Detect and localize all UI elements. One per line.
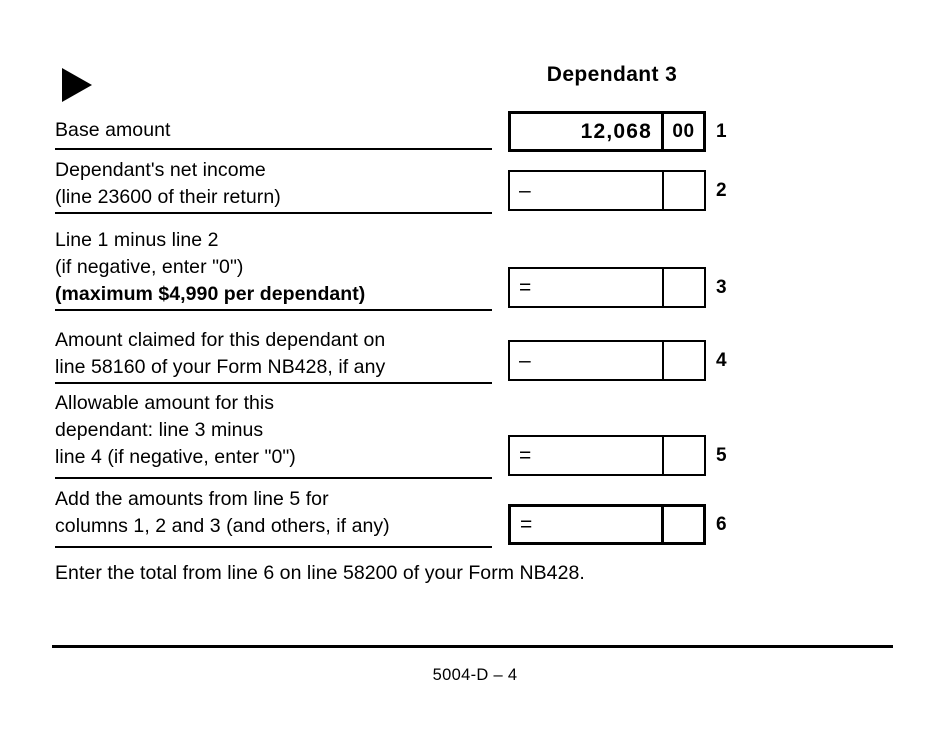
cents-field-line-2[interactable] bbox=[662, 172, 704, 209]
dollars-field-line-3[interactable]: = bbox=[510, 269, 662, 306]
operator-symbol-line-6: = bbox=[520, 513, 533, 536]
line-number-1: 1 bbox=[716, 121, 727, 142]
label-text: Amount claimed for this dependant on bbox=[55, 329, 386, 351]
label-text: (line 23600 of their return) bbox=[55, 186, 281, 208]
dollars-field-line-1[interactable]: 12,068 bbox=[511, 114, 661, 149]
line-number-6: 6 bbox=[716, 514, 727, 535]
row-label-line-1: Base amount bbox=[55, 117, 492, 144]
row-underline-line-6 bbox=[55, 546, 492, 548]
operator-symbol-line-2: – bbox=[519, 179, 531, 202]
column-header-dependant-3: Dependant 3 bbox=[546, 63, 678, 86]
row-label-line-3: Line 1 minus line 2 (if negative, enter "… bbox=[55, 227, 492, 308]
label-text: line 4 (if negative, enter "0") bbox=[55, 446, 296, 468]
label-text: Add the amounts from line 5 for bbox=[55, 488, 329, 510]
operator-symbol-line-5: = bbox=[519, 444, 532, 467]
row-underline-line-3 bbox=[55, 309, 492, 311]
dollars-field-line-5[interactable]: = bbox=[510, 437, 662, 474]
label-text: dependant: line 3 minus bbox=[55, 419, 264, 441]
amount-box-line-6[interactable]: = bbox=[508, 504, 706, 545]
line-number-5: 5 bbox=[716, 445, 727, 466]
dollars-field-line-6[interactable]: = bbox=[511, 507, 661, 542]
footer-form-code: 5004-D – 4 bbox=[432, 666, 518, 684]
amount-box-line-1[interactable]: 12,068 00 bbox=[508, 111, 706, 152]
amount-box-line-2[interactable]: – bbox=[508, 170, 706, 211]
right-triangle-icon bbox=[62, 68, 92, 102]
row-label-line-6: Add the amounts from line 5 for columns 1… bbox=[55, 486, 492, 540]
row-label-line-4: Amount claimed for this dependant on line… bbox=[55, 327, 492, 381]
line-number-3: 3 bbox=[716, 277, 727, 298]
label-text: Line 1 minus line 2 bbox=[55, 229, 219, 251]
cents-field-line-4[interactable] bbox=[662, 342, 704, 379]
cents-field-line-5[interactable] bbox=[662, 437, 704, 474]
cents-field-line-1[interactable]: 00 bbox=[661, 114, 703, 149]
row-underline-line-2 bbox=[55, 212, 492, 214]
label-text: Allowable amount for this bbox=[55, 392, 275, 414]
amount-box-line-5[interactable]: = bbox=[508, 435, 706, 476]
label-text: (maximum $4,990 per dependant) bbox=[55, 283, 366, 305]
dollars-field-line-4[interactable]: – bbox=[510, 342, 662, 379]
operator-symbol-line-3: = bbox=[519, 276, 532, 299]
line-number-2: 2 bbox=[716, 180, 727, 201]
cents-field-line-3[interactable] bbox=[662, 269, 704, 306]
label-text: Base amount bbox=[55, 119, 171, 141]
amount-box-line-4[interactable]: – bbox=[508, 340, 706, 381]
footer-divider bbox=[52, 645, 893, 648]
cents-value-line-1: 00 bbox=[672, 120, 695, 142]
dollars-field-line-2[interactable]: – bbox=[510, 172, 662, 209]
label-text: columns 1, 2 and 3 (and others, if any) bbox=[55, 515, 390, 537]
label-text: line 58160 of your Form NB428, if any bbox=[55, 356, 386, 378]
closing-instruction: Enter the total from line 6 on line 5820… bbox=[55, 562, 585, 584]
cents-field-line-6[interactable] bbox=[661, 507, 703, 542]
label-text: Dependant's net income bbox=[55, 159, 266, 181]
row-underline-line-5 bbox=[55, 477, 492, 479]
dollars-value-line-1: 12,068 bbox=[580, 119, 652, 143]
operator-symbol-line-4: – bbox=[519, 349, 531, 372]
row-label-line-5: Allowable amount for this dependant: line… bbox=[55, 390, 492, 471]
line-number-4: 4 bbox=[716, 350, 727, 371]
row-label-line-2: Dependant's net income (line 23600 of the… bbox=[55, 157, 492, 211]
row-underline-line-1 bbox=[55, 148, 492, 150]
label-text: (if negative, enter "0") bbox=[55, 256, 244, 278]
row-underline-line-4 bbox=[55, 382, 492, 384]
amount-box-line-3[interactable]: = bbox=[508, 267, 706, 308]
